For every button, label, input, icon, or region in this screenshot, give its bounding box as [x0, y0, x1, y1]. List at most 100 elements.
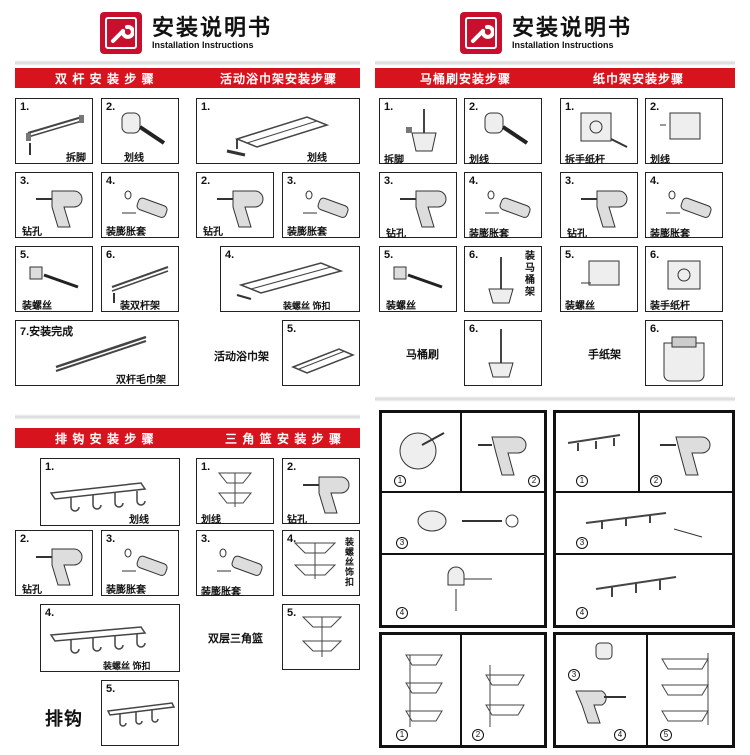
toilet-brush-step-6: 6. 装马桶架 — [464, 246, 542, 312]
header-right: 安装说明书 Installation Instructions — [460, 8, 632, 58]
paper-holder-step-2: 2. 划线 — [645, 98, 723, 166]
hooks-step-4: 4. 装螺丝 饰扣 — [40, 604, 180, 672]
shelf-diagram: 1 2 — [379, 632, 547, 748]
shelf-rack-icon — [485, 665, 525, 727]
toilet-brush-step-2: 2. 划线 — [464, 98, 542, 166]
towel-rack-step-3: 3. 装膨胀套 — [282, 172, 360, 238]
double-bar-step-7: 7.安装完成 双杆毛巾架 — [15, 320, 179, 386]
paper-holder-complete-icon — [663, 336, 705, 382]
anchor-icon — [666, 190, 712, 218]
paper-holder-step-7: 6. — [645, 320, 723, 386]
paper-holder-step-6: 6. 装手纸杆 — [645, 246, 723, 312]
double-bar-step-4: 4. 装膨胀套 — [101, 172, 179, 238]
soap-dish-screw-icon — [447, 566, 492, 611]
header-left: 安装说明书 Installation Instructions — [100, 8, 272, 58]
paper-holder-step-5: 5. 装螺丝 — [560, 246, 638, 312]
towel-bar-complete-icon — [55, 335, 147, 372]
anchor-icon — [485, 190, 531, 218]
anchor-icon — [217, 548, 263, 576]
shelf-rack-complete-icon — [661, 653, 709, 725]
drill-icon — [581, 190, 628, 228]
hook-rail-mount-icon — [585, 512, 703, 538]
towel-rack-icon — [226, 116, 330, 157]
paper-holder-step-4: 4. 装膨胀套 — [645, 172, 723, 240]
double-bar-step-5: 5. 装螺丝 — [15, 246, 93, 312]
section-title-towel-rack: 活动浴巾架安装步骤 — [220, 72, 338, 86]
shelf-rack-icon — [405, 654, 443, 727]
towel-rack-complete-icon — [291, 348, 355, 374]
toilet-brush-icon — [488, 257, 514, 304]
hooks-step-1: 1. 划线 — [40, 458, 180, 526]
header-title-cn: 安装说明书 — [152, 14, 273, 40]
corner-basket-icon — [217, 472, 253, 507]
wrench-logo-icon — [100, 12, 142, 54]
toilet-brush-step-1: 1. 拆脚 — [379, 98, 457, 166]
paper-holder-mark-icon — [660, 112, 701, 140]
hook-rail-icon — [49, 482, 147, 512]
pencil-mark-icon — [121, 112, 166, 145]
pencil-mark-icon — [484, 112, 529, 145]
paper-holder-step-1: 1. 拆手纸杆 — [560, 98, 638, 166]
corner-basket-step-3: 3. 装膨胀套 — [196, 530, 274, 598]
screwdriver-icon — [393, 266, 443, 289]
divider — [375, 60, 735, 66]
corner-basket-step-4: 4. 装螺丝 饰扣 — [282, 530, 360, 596]
hook-rail-complete-icon — [595, 576, 677, 597]
header-title-en: Installation Instructions — [152, 39, 254, 50]
hook-rail-icon — [49, 626, 147, 654]
header-title-cn: 安装说明书 — [512, 14, 633, 40]
drill-icon — [36, 548, 83, 586]
drill-icon — [217, 190, 264, 228]
drill-icon — [660, 436, 711, 476]
paper-holder-icon — [667, 260, 701, 290]
anchor-icon — [122, 190, 168, 218]
hook-diagram: 1 2 3 4 — [553, 410, 735, 628]
toilet-brush-step-5: 5. 装螺丝 — [379, 246, 457, 312]
paper-holder-icon — [580, 112, 628, 148]
screwdriver-icon — [29, 266, 79, 289]
corner-basket-step-5: 5. — [282, 604, 360, 670]
shelf-tools-diagram: 3 4 5 — [553, 632, 735, 748]
towel-rack-step-5: 5. — [282, 320, 360, 386]
paper-holder-label: 手纸架 — [588, 349, 621, 361]
paper-holder-step-3: 3. 钻孔 — [560, 172, 638, 240]
double-bar-step-6: 6. 装双杆架 — [101, 246, 179, 312]
hooks-step-5: 5. — [101, 680, 179, 746]
towel-bar-icon — [111, 266, 169, 303]
drill-icon — [478, 436, 527, 476]
corner-basket-label: 双层三角篮 — [208, 633, 263, 645]
toilet-brush-complete-icon — [488, 329, 514, 378]
section-title-double-bar: 双 杆 安 装 步 骤 — [55, 72, 155, 86]
corner-basket-step-2: 2. 钻孔 — [282, 458, 360, 526]
section-title-toilet-brush: 马桶刷安装步骤 — [420, 72, 512, 86]
corner-basket-step-1: 1. 划线 — [196, 458, 274, 526]
divider — [375, 396, 735, 402]
towel-rack-step-4: 4. 装螺丝 饰扣 — [220, 246, 360, 312]
divider — [15, 414, 360, 420]
drill-anchor-icon — [575, 642, 626, 724]
towel-rack-icon — [236, 262, 344, 300]
drill-icon — [303, 476, 350, 514]
divider — [15, 60, 360, 66]
toilet-brush-step-4: 4. 装膨胀套 — [464, 172, 542, 240]
drill-icon — [400, 190, 447, 228]
section-title-paper-holder: 纸巾架安装步骤 — [593, 72, 685, 86]
drill-icon — [36, 190, 83, 228]
soap-dish-diagram: 1 2 3 4 — [379, 410, 547, 628]
toilet-brush-icon — [406, 109, 437, 152]
section-title-hooks: 排 钩 安 装 步 骤 — [55, 432, 155, 446]
corner-basket-complete-icon — [301, 616, 343, 657]
towel-rack-step-2: 2. 钻孔 — [196, 172, 274, 238]
header-title-en: Installation Instructions — [512, 39, 614, 50]
corner-basket-icon — [293, 542, 337, 579]
toilet-brush-step-3: 3. 钻孔 — [379, 172, 457, 240]
hooks-label: 排钩 — [45, 709, 83, 729]
hook-rail-complete-icon — [106, 702, 176, 727]
toilet-brush-step-7: 6. — [464, 320, 542, 386]
banner-bottom-left: 排 钩 安 装 步 骤 三 角 篮 安 装 步 骤 — [15, 428, 360, 448]
paper-holder-icon — [581, 260, 620, 286]
wrench-logo-icon — [460, 12, 502, 54]
toilet-brush-label: 马桶刷 — [406, 349, 439, 361]
towel-rack-step-1: 1. 划线 — [196, 98, 360, 164]
towel-bar-icon — [26, 115, 84, 155]
